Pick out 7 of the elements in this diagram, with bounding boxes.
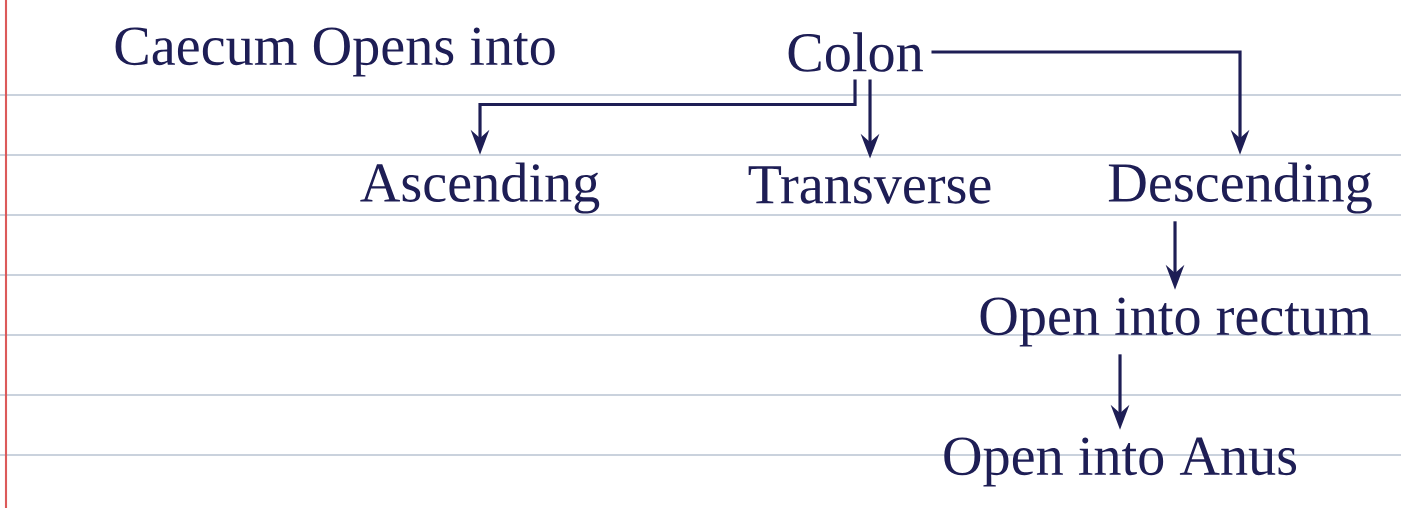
- node-text: Ascending: [360, 162, 600, 214]
- note-text: Caecum Opens into: [115, 27, 555, 77]
- node-text: Colon: [788, 32, 923, 72]
- node-text: Descending: [1108, 162, 1372, 214]
- node-text: Open into rectum: [980, 297, 1371, 347]
- node-text: Transverse: [748, 166, 991, 204]
- node-text: Open into Anus: [944, 437, 1297, 487]
